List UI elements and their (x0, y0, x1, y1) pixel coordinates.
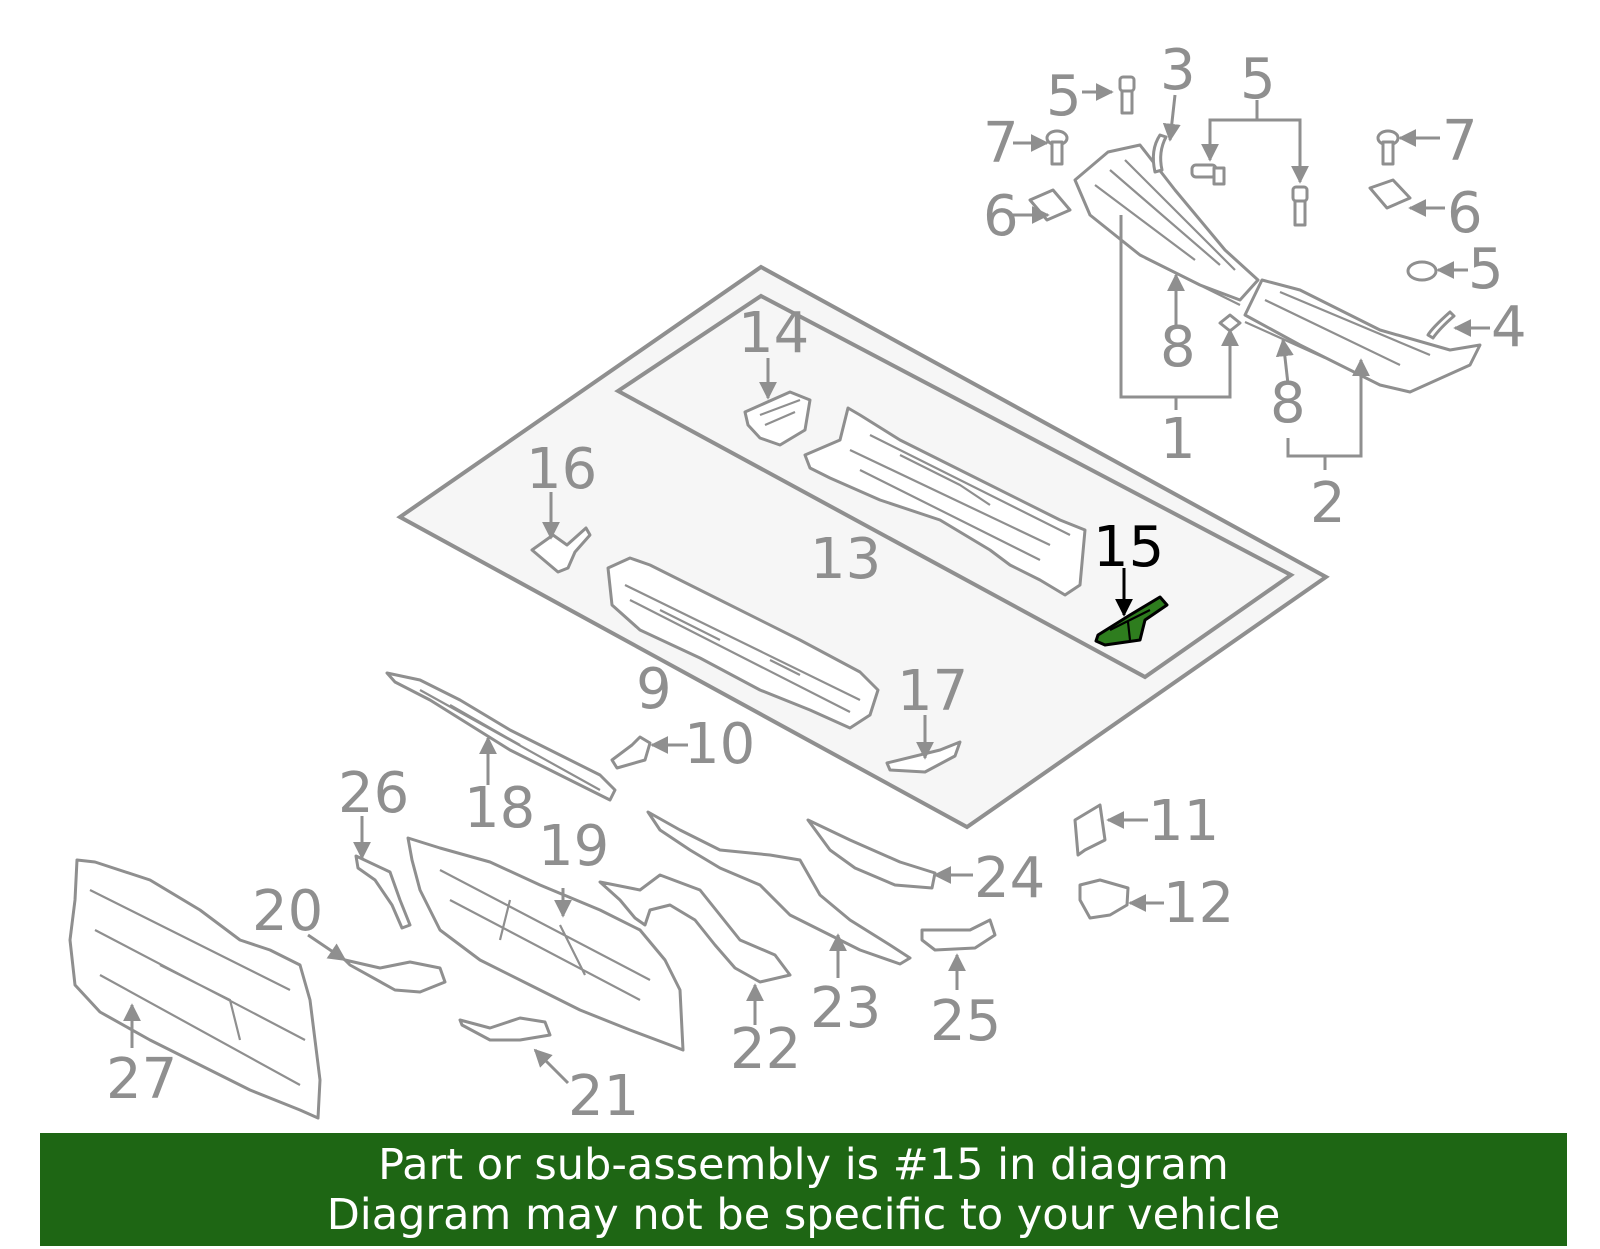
callout-13: 13 (810, 527, 881, 592)
callout-27: 27 (106, 1047, 177, 1112)
part-24-reinforcement (806, 818, 937, 890)
callout-20: 20 (252, 879, 323, 944)
part-6-nut-right (1368, 178, 1412, 210)
callout-11: 11 (1148, 789, 1219, 854)
part-12-bracket (1078, 878, 1130, 920)
callout-5b: 5 (1240, 47, 1276, 112)
callout-5c: 5 (1468, 237, 1504, 302)
part-5-clip-d (1406, 260, 1438, 282)
part-22-bracket (598, 873, 792, 984)
callout-14: 14 (738, 301, 809, 366)
part-14-bracket (743, 390, 812, 447)
callout-2: 2 (1310, 471, 1346, 536)
callout-3: 3 (1160, 38, 1196, 103)
part-23-cross-member (646, 810, 912, 966)
part-21-bracket (458, 1016, 552, 1042)
callout-6a: 6 (983, 184, 1019, 249)
part-26-bracket (354, 854, 412, 930)
part-5-clip-a (1118, 75, 1136, 115)
callout-10: 10 (684, 712, 755, 777)
callout-9: 9 (636, 657, 672, 722)
part-20-bracket (343, 958, 447, 994)
banner-line-1: Part or sub-assembly is #15 in diagram (378, 1140, 1229, 1190)
assembly-panel-outer (396, 264, 1330, 830)
callout-24: 24 (974, 846, 1045, 911)
callout-7a: 7 (983, 111, 1019, 176)
leader-21 (533, 1048, 570, 1085)
part-5-clip-c (1291, 185, 1309, 227)
part-18-reinforcement (385, 671, 617, 802)
callout-8a: 8 (1160, 315, 1196, 380)
part-3-seal (1151, 133, 1168, 174)
callout-21: 21 (568, 1064, 639, 1129)
callout-16: 16 (526, 437, 597, 502)
leader-20 (307, 933, 347, 962)
banner-line-2: Diagram may not be specific to your vehi… (326, 1190, 1281, 1240)
callout-22: 22 (730, 1017, 801, 1082)
part-1-cowl-top-left (1073, 143, 1260, 302)
part-15-highlighted (1094, 595, 1169, 647)
callout-5a: 5 (1046, 64, 1082, 129)
callout-25: 25 (930, 989, 1001, 1054)
part-7-screw-right (1376, 129, 1400, 166)
part-9-cowl-panel (606, 556, 880, 730)
part-13-cowl-panel (803, 406, 1087, 597)
callout-8b: 8 (1270, 371, 1306, 436)
part-7-screw-left (1045, 129, 1069, 166)
callout-1: 1 (1160, 407, 1196, 472)
part-5-clip-b (1190, 163, 1226, 186)
callout-19: 19 (538, 814, 609, 879)
part-27-dash-insulator (68, 858, 322, 1120)
leader-5b (1201, 100, 1259, 162)
part-19-dash-panel (406, 836, 685, 1052)
leader-8b (1275, 338, 1294, 385)
part-11-bracket (1073, 803, 1107, 857)
info-banner: Part or sub-assembly is #15 in diagram D… (40, 1133, 1567, 1246)
callout-15: 15 (1093, 515, 1164, 580)
callout-23: 23 (810, 976, 881, 1041)
callout-12: 12 (1163, 871, 1234, 936)
callout-4: 4 (1491, 295, 1527, 360)
part-25-bracket (920, 918, 997, 952)
part-2-cowl-top-right (1243, 278, 1482, 394)
callout-7b: 7 (1442, 109, 1478, 174)
part-8-seal-strip-left (1144, 257, 1241, 306)
callout-6b: 6 (1447, 181, 1483, 246)
part-10-bracket (610, 735, 652, 770)
callout-17: 17 (897, 659, 968, 724)
callout-26: 26 (338, 761, 409, 826)
leader-5c (1257, 118, 1309, 184)
part-8-small-clip (1218, 313, 1242, 333)
callout-18: 18 (464, 776, 535, 841)
leader-3 (1162, 94, 1181, 142)
part-4-seal (1426, 310, 1456, 340)
